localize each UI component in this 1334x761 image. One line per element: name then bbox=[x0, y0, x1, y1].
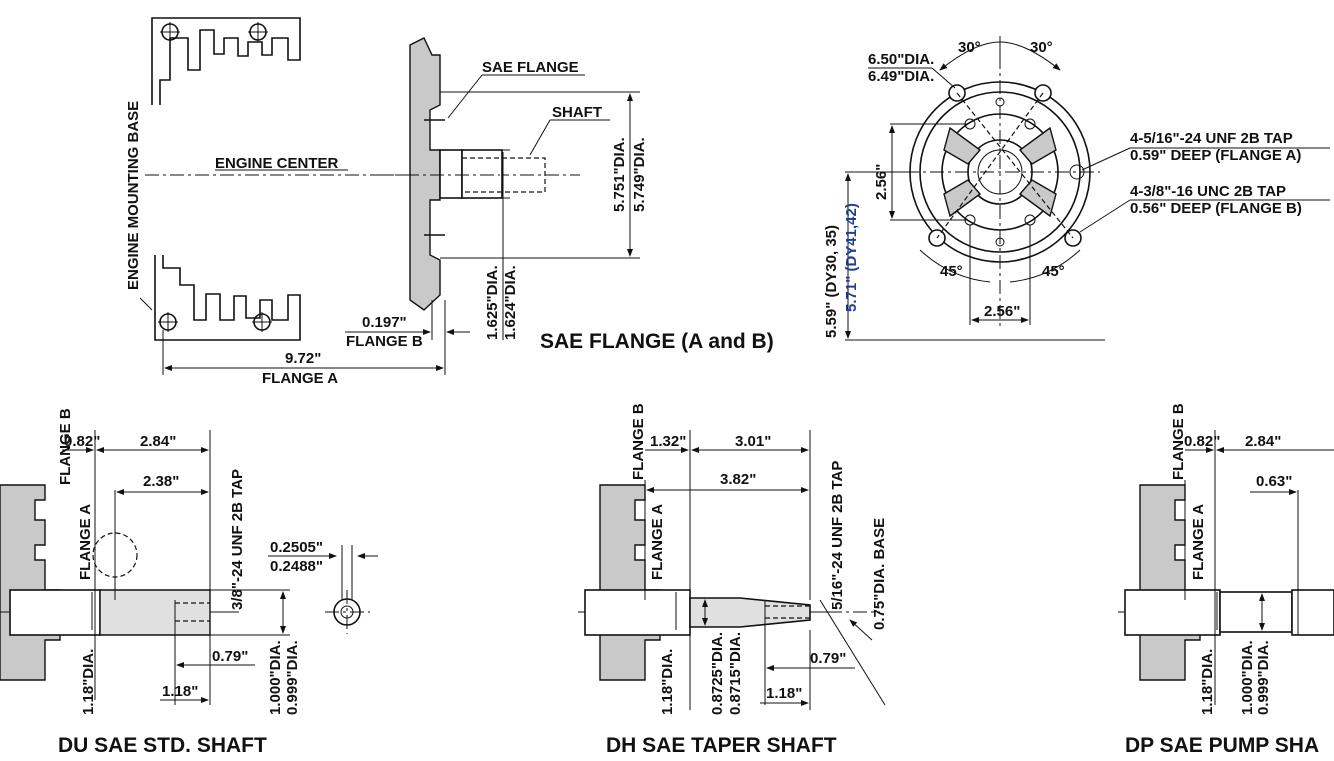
engine-mounting-base-label: ENGINE MOUNTING BASE bbox=[125, 101, 142, 290]
du-flange-a: FLANGE A bbox=[77, 504, 94, 580]
flange-b-label: FLANGE B bbox=[346, 333, 423, 350]
du-dia-118: 1.18"DIA. bbox=[80, 649, 97, 715]
du-dim-079-label: 0.79" bbox=[212, 648, 248, 665]
sae-flange-title: SAE FLANGE (A and B) bbox=[540, 330, 774, 353]
dp-dia-1000: 1.000"DIA. bbox=[1239, 640, 1256, 715]
du-dim-284-label: 2.84" bbox=[140, 433, 176, 450]
sae-flange-profile bbox=[409, 37, 441, 311]
dh-dia-08715: 0.8715"DIA. bbox=[727, 632, 744, 715]
dia-5749-label: 5.749"DIA. bbox=[631, 137, 648, 212]
dh-dia-118: 1.18"DIA. bbox=[659, 649, 676, 715]
dh-dim-132-label: 1.32" bbox=[650, 433, 686, 450]
flange-front-view: 6.50"DIA. 6.49"DIA. 30° 30° 45° 45° 2.56… bbox=[823, 36, 1330, 341]
flange-a-dim-label: 9.72" bbox=[285, 350, 321, 367]
dh-flange-a: FLANGE A bbox=[649, 504, 666, 580]
dim-571-label: 5.71" (DY41,42) bbox=[843, 203, 860, 312]
dh-shaft-body bbox=[584, 589, 691, 636]
dh-dim-118-label: 1.18" bbox=[766, 685, 802, 702]
flange-a-label: FLANGE A bbox=[262, 370, 338, 387]
du-dia-0999: 0.999"DIA. bbox=[284, 640, 301, 715]
dh-flange-b: FLANGE B bbox=[630, 403, 647, 480]
du-dia-1000: 1.000"DIA. bbox=[267, 640, 284, 715]
dp-dia-118: 1.18"DIA. bbox=[1199, 649, 1216, 715]
lower-mounting-bracket bbox=[154, 255, 301, 341]
dp-shaft-view: 0.82" 2.84" 0.63" FLANGE B FLANGE A 1.18… bbox=[1118, 403, 1334, 715]
dim-256-horizontal-label: 2.56" bbox=[984, 303, 1020, 320]
angle-30-right: 30° bbox=[1030, 39, 1053, 56]
dh-dia-08725: 0.8725"DIA. bbox=[709, 632, 726, 715]
dh-title: DH SAE TAPER SHAFT bbox=[606, 734, 837, 757]
dh-shaft-view: 1.32" 3.01" 3.82" FLANGE B FLANGE A 5/16… bbox=[578, 403, 888, 715]
du-shaft-view: 0.82" 2.84" 2.38" FLANGE B FLANGE A 3/8"… bbox=[0, 408, 378, 715]
dh-taper bbox=[689, 597, 811, 628]
du-dim-02505: 0.2505" bbox=[270, 539, 323, 556]
tap-a-line1: 4-5/16"-24 UNF 2B TAP bbox=[1130, 130, 1293, 147]
dia-1625-label: 1.625"DIA. bbox=[484, 265, 501, 340]
du-tap-38: 3/8"-24 UNF 2B TAP bbox=[229, 469, 246, 610]
engine-center-label: ENGINE CENTER bbox=[215, 155, 339, 172]
dh-base-075: 0.75"DIA. BASE bbox=[871, 518, 888, 630]
dp-shaft-body bbox=[1124, 589, 1221, 636]
dh-dim-079-label: 0.79" bbox=[810, 650, 846, 667]
dh-dim-301-label: 3.01" bbox=[735, 433, 771, 450]
angle-30-left: 30° bbox=[958, 39, 981, 56]
dia-649-label: 6.49"DIA. bbox=[868, 68, 934, 85]
upper-mounting-bracket bbox=[151, 17, 301, 105]
dp-flange-b: FLANGE B bbox=[1170, 403, 1187, 480]
du-dim-02488: 0.2488" bbox=[270, 558, 323, 575]
du-shaft-body bbox=[9, 589, 101, 636]
side-view-group: ENGINE MOUNTING BASE ENGINE CENTER SAE F… bbox=[125, 17, 648, 387]
dp-dia-0999: 0.999"DIA. bbox=[1255, 640, 1272, 715]
du-title: DU SAE STD. SHAFT bbox=[58, 734, 267, 757]
dia-1624-label: 1.624"DIA. bbox=[502, 265, 519, 340]
dp-title: DP SAE PUMP SHA bbox=[1125, 734, 1319, 757]
dim-256-vertical-label: 2.56" bbox=[873, 164, 890, 200]
angle-45-left: 45° bbox=[940, 263, 963, 280]
flange-b-dim-label: 0.197" bbox=[362, 314, 407, 331]
dh-dim-382-label: 3.82" bbox=[720, 471, 756, 488]
du-dim-118-label: 1.18" bbox=[162, 683, 198, 700]
tap-b-line2: 0.56" DEEP (FLANGE B) bbox=[1130, 200, 1302, 217]
angle-45-right: 45° bbox=[1042, 263, 1065, 280]
tap-b-line1: 4-3/8"-16 UNC 2B TAP bbox=[1130, 183, 1286, 200]
du-flange-b: FLANGE B bbox=[57, 408, 74, 485]
shaft-label: SHAFT bbox=[552, 104, 602, 121]
du-dim-082-label: 0.82" bbox=[64, 433, 100, 450]
tap-a-line2: 0.59" DEEP (FLANGE A) bbox=[1130, 147, 1301, 164]
dp-flange-a: FLANGE A bbox=[1190, 504, 1207, 580]
dp-dim-284-label: 2.84" bbox=[1245, 433, 1281, 450]
dp-spline bbox=[1291, 589, 1334, 636]
dp-dim-082-label: 0.82" bbox=[1184, 433, 1220, 450]
du-dim-238-label: 2.38" bbox=[143, 473, 179, 490]
dia-650-label: 6.50"DIA. bbox=[868, 51, 934, 68]
dim-559-label: 5.59" (DY30, 35) bbox=[823, 225, 840, 338]
dp-dim-063-label: 0.63" bbox=[1256, 473, 1292, 490]
sae-flange-label: SAE FLANGE bbox=[482, 59, 579, 76]
dh-tap-516: 5/16"-24 UNF 2B TAP bbox=[829, 461, 846, 610]
dia-5751-label: 5.751"DIA. bbox=[611, 137, 628, 212]
